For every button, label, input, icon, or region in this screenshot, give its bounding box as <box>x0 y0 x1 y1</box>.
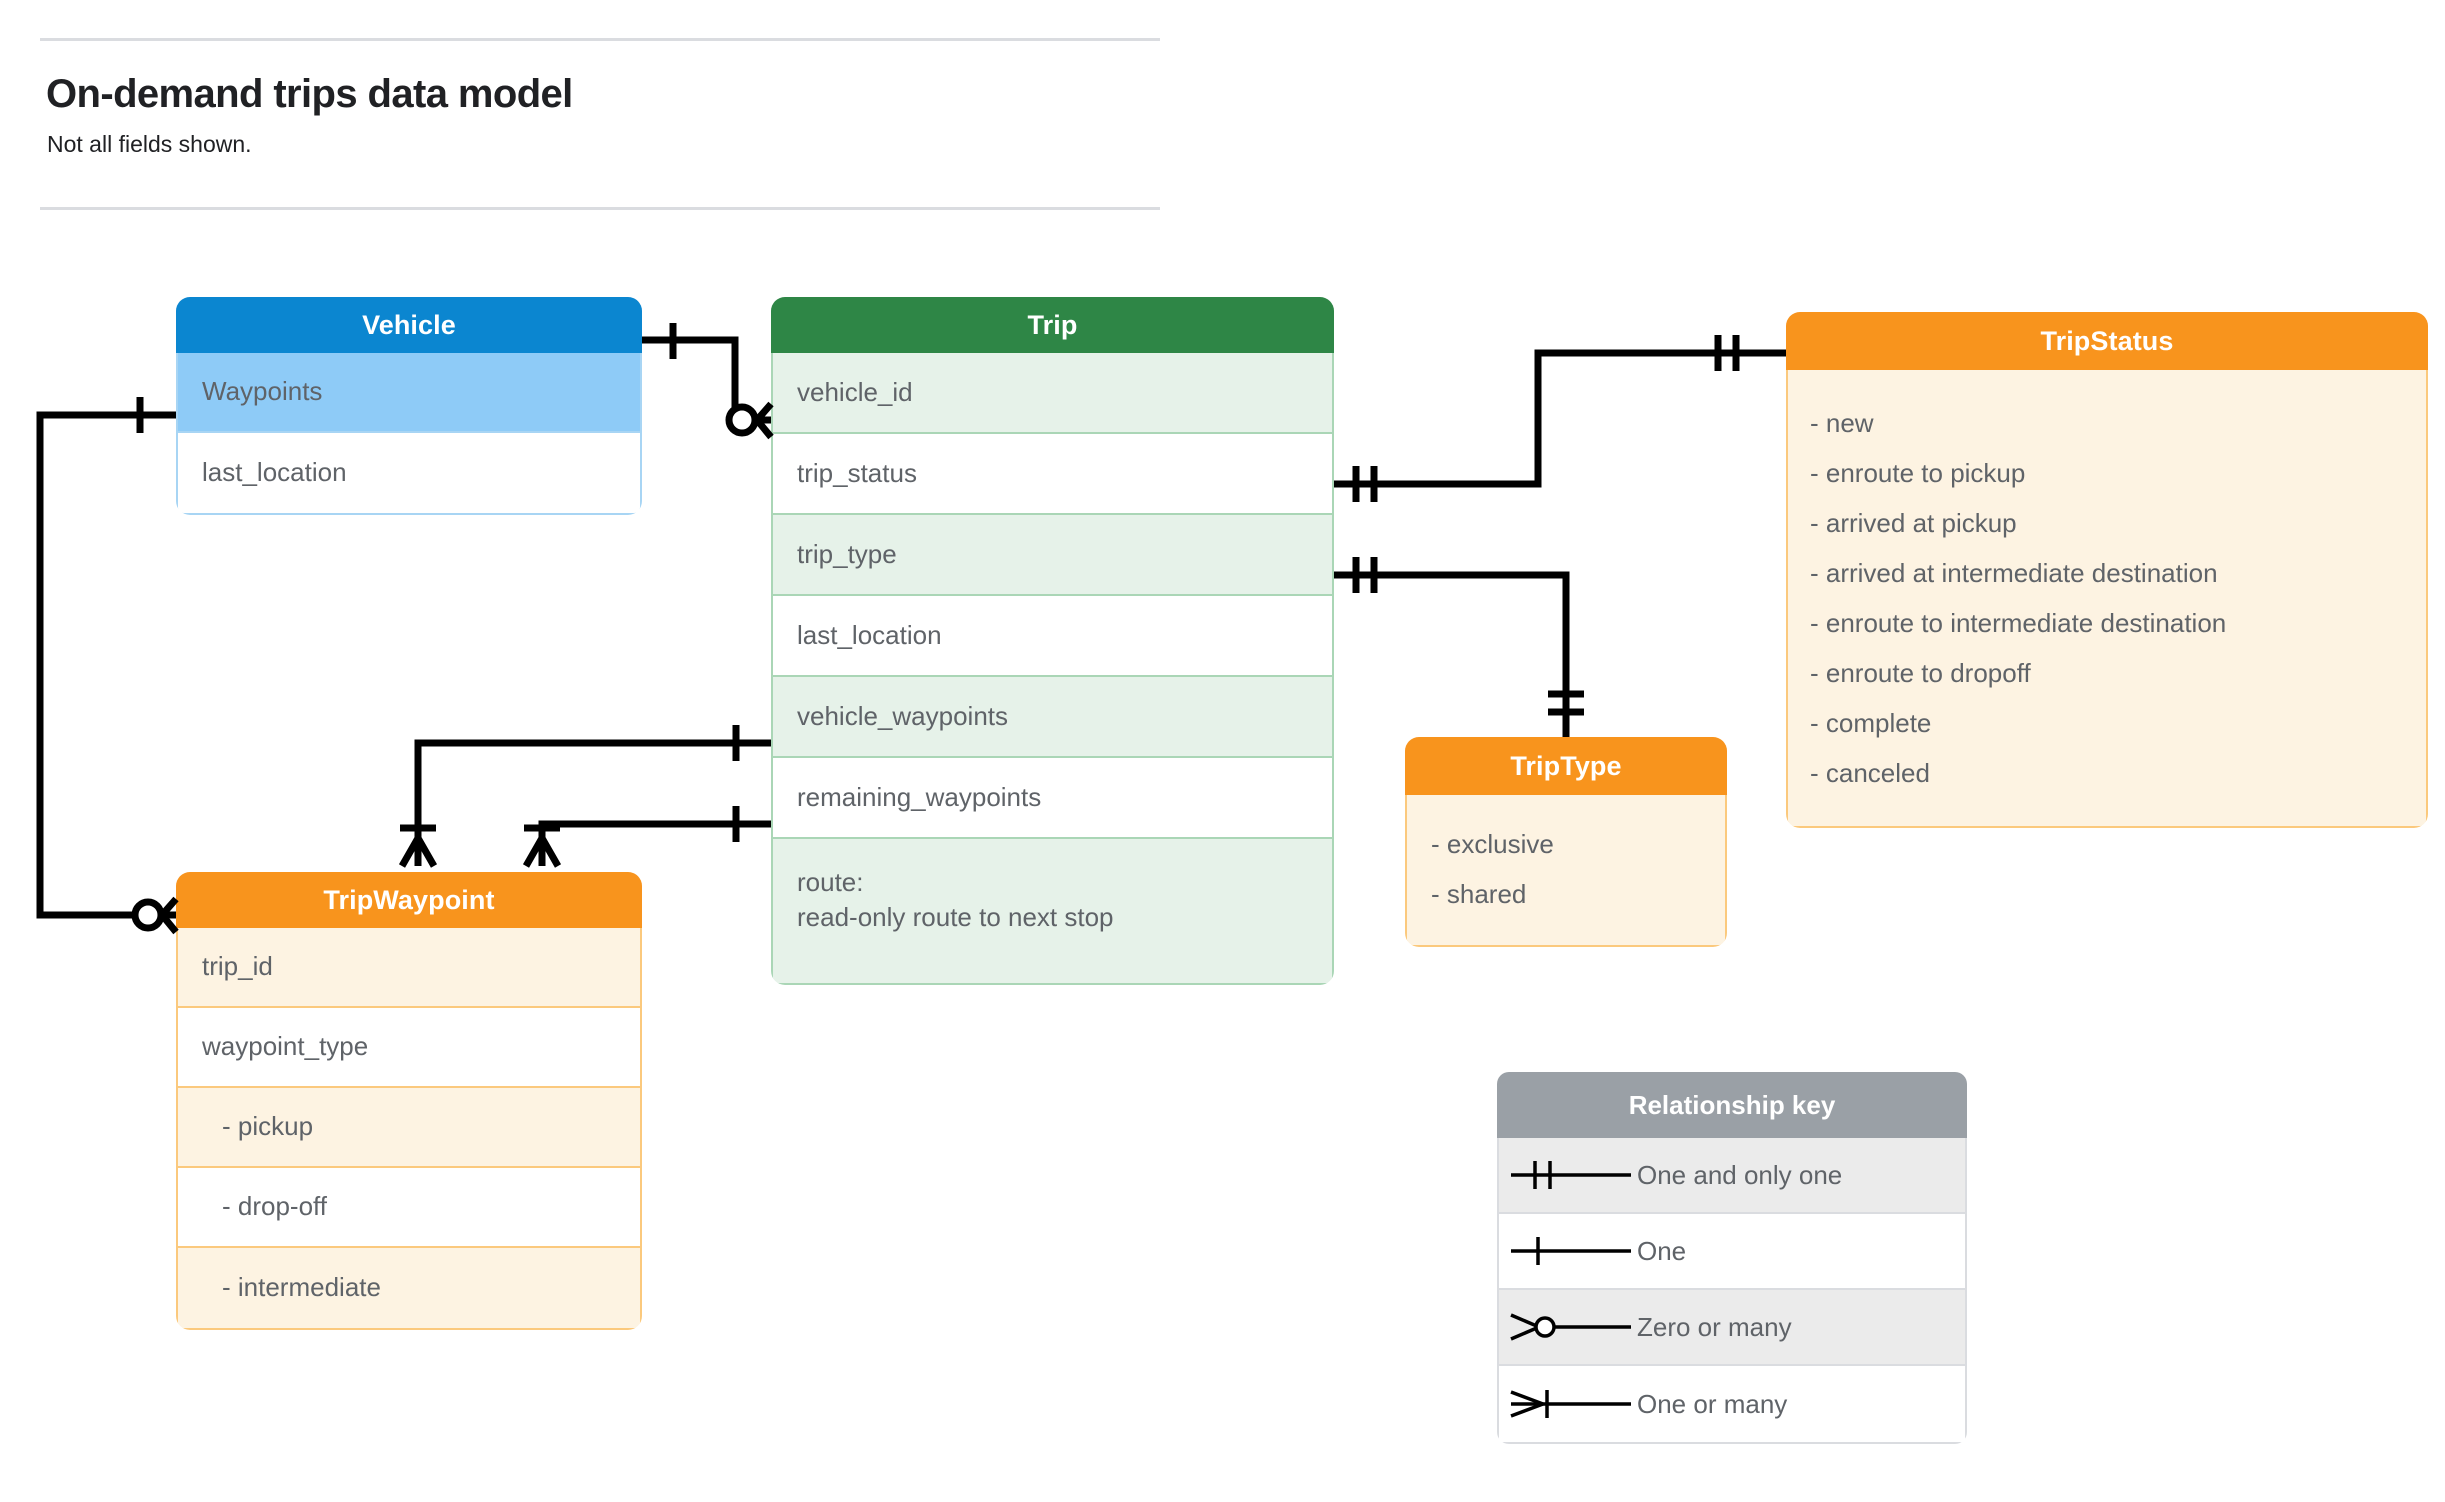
one-icon <box>1511 1237 1631 1265</box>
entity-triptype[interactable]: TripType - exclusive - shared <box>1405 737 1727 947</box>
entity-trip-title: Trip <box>771 297 1334 353</box>
tripstatus-value-new: - new <box>1810 408 1874 438</box>
field-trip-vehicle-waypoints[interactable]: vehicle_waypoints <box>773 677 1332 758</box>
legend-label-one-and-only-one: One and only one <box>1637 1159 1843 1190</box>
entity-triptype-title: TripType <box>1405 737 1727 795</box>
field-tripwaypoint-value-dropoff[interactable]: - drop-off <box>178 1168 640 1248</box>
legend-row-one: One <box>1499 1214 1965 1290</box>
tripstatus-value-canceled: - canceled <box>1810 758 1930 788</box>
entity-triptype-values: - exclusive - shared <box>1405 795 1727 947</box>
field-trip-last-location[interactable]: last_location <box>773 596 1332 677</box>
entity-tripwaypoint[interactable]: TripWaypoint trip_id waypoint_type - pic… <box>176 872 642 1330</box>
field-trip-vehicle-id[interactable]: vehicle_id <box>773 353 1332 434</box>
header-divider-top <box>40 38 1160 41</box>
header-divider-bottom <box>40 207 1160 210</box>
tripstatus-value-complete: - complete <box>1810 708 1932 738</box>
entity-tripwaypoint-title: TripWaypoint <box>176 872 642 928</box>
connector-trip-status-to-tripstatus <box>1334 335 1786 502</box>
relationship-key-legend: Relationship key One and only one One <box>1497 1072 1967 1444</box>
field-vehicle-last-location[interactable]: last_location <box>202 457 347 488</box>
legend-label-one: One <box>1637 1235 1687 1266</box>
field-tripwaypoint-value-pickup[interactable]: - pickup <box>178 1088 640 1168</box>
entity-trip-fields: vehicle_id trip_status trip_type last_lo… <box>771 353 1334 985</box>
tripstatus-value-arrived-at-pickup: - arrived at pickup <box>1810 508 2017 538</box>
tripstatus-value-enroute-to-intermediate-destination: - enroute to intermediate destination <box>1810 608 2227 638</box>
connector-trip-type-to-triptype <box>1334 557 1584 737</box>
entity-vehicle[interactable]: Vehicle Waypoints last_location <box>176 297 642 515</box>
field-tripwaypoint-waypoint-type[interactable]: waypoint_type <box>178 1008 640 1088</box>
page-subtitle: Not all fields shown. <box>47 131 252 157</box>
connector-trip-remaining-waypoints-to-tripwaypoint <box>522 806 771 868</box>
legend-title: Relationship key <box>1497 1072 1967 1138</box>
connector-vehicle-waypoints-to-tripwaypoint <box>36 397 179 935</box>
entity-tripwaypoint-fields: trip_id waypoint_type - pickup - drop-of… <box>176 928 642 1330</box>
legend-row-one-or-many: One or many <box>1499 1366 1965 1442</box>
legend-label-one-or-many: One or many <box>1637 1388 1788 1419</box>
legend-rows: One and only one One Zero or many <box>1497 1138 1967 1444</box>
triptype-value-exclusive: - exclusive <box>1431 829 1554 859</box>
tripstatus-value-enroute-to-dropoff: - enroute to dropoff <box>1810 658 2031 688</box>
connector-trip-vehicle-waypoints-to-tripwaypoint <box>398 725 771 868</box>
legend-label-zero-or-many: Zero or many <box>1637 1311 1792 1342</box>
field-trip-trip-type[interactable]: trip_type <box>773 515 1332 596</box>
tripstatus-value-enroute-to-pickup: - enroute to pickup <box>1810 458 2026 488</box>
field-trip-remaining-waypoints[interactable]: remaining_waypoints <box>773 758 1332 839</box>
connector-vehicle-to-trip <box>642 323 774 440</box>
entity-vehicle-title: Vehicle <box>176 297 642 353</box>
zero-or-many-icon <box>1510 1313 1631 1341</box>
field-trip-route[interactable]: route: read-only route to next stop <box>773 839 1332 983</box>
field-tripwaypoint-trip-id[interactable]: trip_id <box>178 928 640 1008</box>
legend-row-one-and-only-one: One and only one <box>1499 1138 1965 1214</box>
field-trip-trip-status[interactable]: trip_status <box>773 434 1332 515</box>
tripstatus-value-arrived-at-intermediate-destination: - arrived at intermediate destination <box>1810 558 2218 588</box>
entity-tripstatus-values: - new - enroute to pickup - arrived at p… <box>1786 370 2428 828</box>
entity-trip[interactable]: Trip vehicle_id trip_status trip_type la… <box>771 297 1334 985</box>
entity-tripstatus[interactable]: TripStatus - new - enroute to pickup - a… <box>1786 312 2428 828</box>
entity-vehicle-fields: Waypoints last_location <box>176 353 642 515</box>
one-and-only-one-icon <box>1511 1161 1631 1189</box>
field-tripwaypoint-value-intermediate[interactable]: - intermediate <box>178 1248 640 1328</box>
one-or-many-icon <box>1510 1390 1631 1418</box>
triptype-value-shared: - shared <box>1431 879 1527 909</box>
legend-row-zero-or-many: Zero or many <box>1499 1290 1965 1366</box>
entity-tripstatus-title: TripStatus <box>1786 312 2428 370</box>
field-vehicle-waypoints[interactable]: Waypoints <box>178 353 640 433</box>
page-title: On-demand trips data model <box>46 72 573 116</box>
